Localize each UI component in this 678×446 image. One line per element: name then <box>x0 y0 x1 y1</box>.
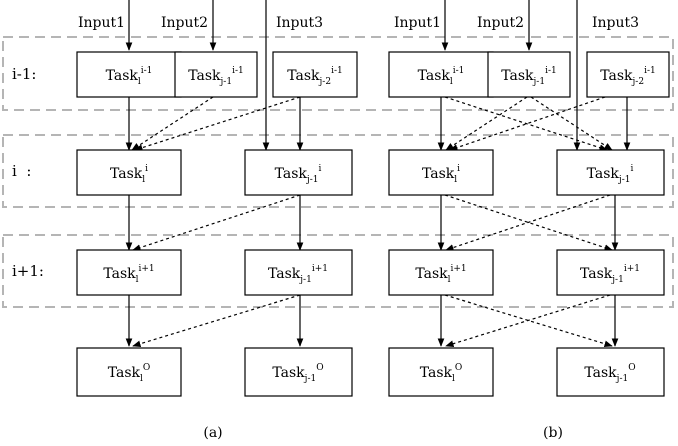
edge <box>445 294 611 347</box>
caption-a: (a) <box>203 425 222 441</box>
task-box <box>388 347 494 397</box>
task-label: Taskj-1i <box>587 164 634 185</box>
stage-region-i-plus-1 <box>2 234 674 308</box>
task-label: Taskli+1 <box>415 264 466 285</box>
task-box <box>388 249 494 296</box>
input1-label: Input1 <box>78 15 125 31</box>
task-label: Taskli <box>422 164 460 185</box>
task-label: Taskj-1i-1 <box>501 66 556 87</box>
input3-label: Input3 <box>592 15 639 31</box>
task-box <box>244 347 353 397</box>
task-box <box>556 249 665 296</box>
caption-b: (b) <box>543 425 563 441</box>
task-label: Taskj-1i-1 <box>188 66 243 87</box>
task-box <box>388 51 494 98</box>
stage-region-i-minus-1 <box>2 36 674 111</box>
task-label: Taskli-1 <box>418 66 465 87</box>
task-box <box>556 347 665 397</box>
task-label: Taskli-1 <box>106 66 153 87</box>
task-box <box>174 51 258 98</box>
edge <box>444 294 613 348</box>
input3-label: Input3 <box>276 15 323 31</box>
task-box <box>388 149 494 196</box>
edge <box>444 194 613 251</box>
edge <box>131 96 214 151</box>
task-box <box>76 51 182 98</box>
panel-b: Input1 Input2 Input3 Taskli-1 Taskj-1i-1… <box>388 0 670 441</box>
task-label: Taskj-1i+1 <box>268 264 328 285</box>
task-label: Taskj-1i+1 <box>580 264 640 285</box>
edge <box>132 194 301 251</box>
stage-region-i <box>2 134 674 208</box>
task-box <box>586 51 670 98</box>
input2-label: Input2 <box>477 15 524 31</box>
level-label-i: i : <box>12 162 31 180</box>
level-label-i-plus-1: i+1: <box>12 262 44 280</box>
edge <box>445 96 528 151</box>
edge <box>134 96 301 151</box>
task-label: Taskli+1 <box>103 264 154 285</box>
task-label: TasklO <box>108 363 151 384</box>
task-box <box>76 149 182 196</box>
task-label: Taskj-1i <box>275 164 322 185</box>
input2-label: Input2 <box>161 15 208 31</box>
task-label: Taskj-1O <box>272 363 323 384</box>
task-label: Taskj-2i-1 <box>287 66 342 87</box>
task-box <box>244 149 353 196</box>
task-box <box>272 51 358 98</box>
edge <box>132 294 301 348</box>
task-box <box>76 347 182 397</box>
task-label: Taskj-1O <box>584 363 635 384</box>
panel-a: Input1 Input2 Input3 Taskli-1 Taskj-1i-1… <box>76 0 358 441</box>
edge <box>530 96 613 151</box>
task-label: Taskli <box>110 164 148 185</box>
task-box <box>244 249 353 296</box>
edge <box>444 96 608 151</box>
task-label: Taskj-2i-1 <box>600 66 655 87</box>
task-box <box>556 149 665 196</box>
input1-label: Input1 <box>394 15 441 31</box>
task-box <box>487 51 571 98</box>
task-label: TasklO <box>420 363 463 384</box>
level-label-i-minus-1: i-1: <box>12 65 36 83</box>
edge <box>445 194 611 251</box>
task-box <box>76 249 182 296</box>
